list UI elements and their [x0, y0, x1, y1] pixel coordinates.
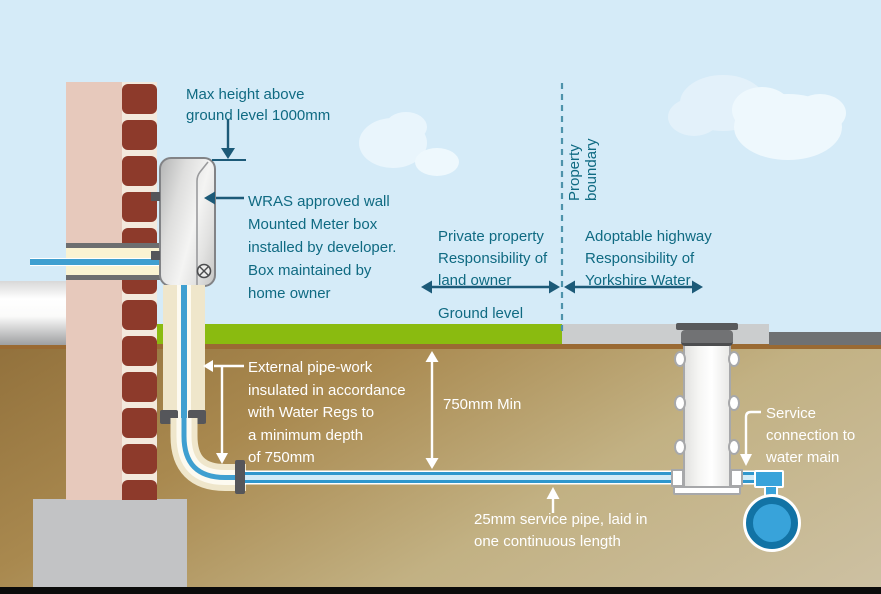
brick	[122, 408, 157, 438]
max-height-label: Max height above ground level 1000mm	[186, 86, 331, 124]
chamber-socket	[674, 439, 686, 455]
meter-box-door-crease	[196, 161, 209, 285]
service-pipe-label: 25mm service pipe, laid in one continuou…	[474, 511, 648, 550]
chamber-base	[673, 486, 741, 495]
chamber-socket	[674, 395, 686, 411]
chamber-pipe-tab	[730, 469, 743, 487]
bottom-border	[0, 587, 881, 594]
insulation-end-cap	[188, 410, 206, 424]
sleeve-lintel-top	[66, 243, 160, 248]
subsoil-line	[157, 344, 881, 349]
house-floor-slab	[0, 281, 66, 345]
cloud-front	[732, 87, 846, 160]
wall-inner-leaf	[66, 82, 122, 500]
insulation-jacket	[191, 285, 205, 424]
brick	[122, 336, 157, 366]
chamber-socket	[728, 395, 740, 411]
screw-icon	[196, 263, 212, 279]
property-boundary-label: Property boundary	[566, 138, 600, 201]
cloud-small	[359, 112, 459, 176]
meter-box	[159, 157, 216, 287]
ferrule-connection	[754, 470, 784, 488]
service-pipe	[245, 472, 758, 483]
brick	[122, 84, 157, 114]
subsoil-line-house	[0, 344, 66, 349]
external-pipework-label: External pipe-work insulated in accordan…	[248, 359, 406, 466]
sleeve-lintel-bottom	[66, 275, 160, 280]
water-main	[746, 497, 798, 549]
grass-strip	[157, 324, 562, 344]
brick	[122, 372, 157, 402]
insulation-end-cap	[160, 410, 178, 424]
meter-box-label: WRAS approved wall Mounted Meter box ins…	[248, 193, 397, 302]
insulated-drop-pipe	[163, 285, 205, 424]
chamber-socket	[674, 351, 686, 367]
chamber-cover	[681, 330, 733, 346]
insulation-jacket	[163, 285, 177, 424]
ferrule-stem	[764, 487, 778, 499]
brick	[122, 156, 157, 186]
cloud-back	[668, 75, 766, 136]
drop-pipe-core	[181, 285, 187, 424]
meter-box-detail	[196, 161, 212, 285]
brick	[122, 480, 157, 500]
adoptable-highway-label: Adoptable highway Responsibility of York…	[585, 228, 712, 289]
box-wall-bracket	[151, 251, 160, 260]
ground-level-label: Ground level	[438, 305, 524, 322]
brick-column	[122, 82, 157, 500]
chamber-pipe-tab	[671, 469, 684, 487]
boundary-chamber-body	[683, 344, 731, 489]
internal-supply-pipe	[30, 258, 166, 266]
brick	[122, 300, 157, 330]
pipe-gap	[177, 285, 181, 424]
service-connection-label: Service connection to water main	[766, 405, 856, 466]
elbow-flange	[235, 460, 245, 494]
road-strip	[769, 332, 881, 345]
wall-foundation	[33, 499, 187, 594]
private-property-label: Private property Responsibility of land …	[438, 228, 548, 289]
box-wall-bracket	[151, 192, 160, 201]
chamber-socket	[728, 439, 740, 455]
chamber-socket	[728, 351, 740, 367]
pipe-gap	[187, 285, 191, 424]
brick	[122, 120, 157, 150]
depth-min-label: 750mm Min	[443, 396, 522, 413]
chamber-cover-plate	[676, 323, 738, 330]
brick	[122, 444, 157, 474]
